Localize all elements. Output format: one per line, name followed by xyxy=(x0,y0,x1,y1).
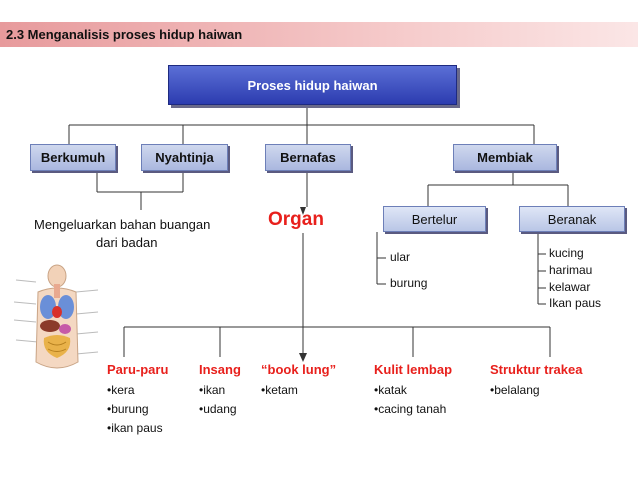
list-item: belalang xyxy=(490,381,539,400)
organ-book-lung: “book lung” xyxy=(261,362,337,377)
list-item: ikan paus xyxy=(107,419,162,438)
human-organs-icon xyxy=(14,264,99,369)
beranak-example: Ikan paus xyxy=(549,296,602,310)
root-node: Proses hidup haiwan xyxy=(168,65,457,105)
organ-label: Organ xyxy=(268,209,324,230)
list-item: ikan xyxy=(199,381,237,400)
beranak-example: harimau xyxy=(549,263,593,277)
section-title: 2.3 Menganalisis proses hidup haiwan xyxy=(6,27,243,42)
organ-struktur-trakea: Struktur trakea xyxy=(490,362,583,377)
list-item: udang xyxy=(199,400,236,419)
list-item: burung xyxy=(107,400,163,419)
node-bertelur: Bertelur xyxy=(383,206,486,232)
list-item: ketam xyxy=(261,381,298,400)
node-bernafas: Bernafas xyxy=(265,144,351,171)
section-header: 2.3 Menganalisis proses hidup haiwan xyxy=(0,22,638,47)
book-lung-examples: ketam xyxy=(261,381,298,400)
node-nyahtinja: Nyahtinja xyxy=(141,144,228,171)
excretion-desc-line1: Mengeluarkan bahan buangan xyxy=(34,217,211,232)
bertelur-example: burung xyxy=(390,276,428,290)
paru-paru-examples: kera burung ikan paus xyxy=(107,381,163,438)
beranak-example: kelawar xyxy=(549,280,591,294)
organ-insang: Insang xyxy=(199,362,241,377)
node-berkumuh: Berkumuh xyxy=(30,144,116,171)
kulit-lembap-examples: katak cacing tanah xyxy=(374,381,446,419)
insang-examples: ikan udang xyxy=(199,381,237,419)
beranak-example: kucing xyxy=(549,246,584,260)
organ-paru-paru: Paru-paru xyxy=(107,362,169,377)
organ-kulit-lembap: Kulit lembap xyxy=(374,362,453,377)
bertelur-example: ular xyxy=(390,250,411,264)
node-beranak: Beranak xyxy=(519,206,625,232)
list-item: kera xyxy=(107,381,163,400)
excretion-desc-line2: dari badan xyxy=(96,235,158,250)
list-item: katak xyxy=(374,381,446,400)
list-item: cacing tanah xyxy=(374,400,446,419)
node-membiak: Membiak xyxy=(453,144,557,171)
struktur-trakea-examples: belalang xyxy=(490,381,539,400)
